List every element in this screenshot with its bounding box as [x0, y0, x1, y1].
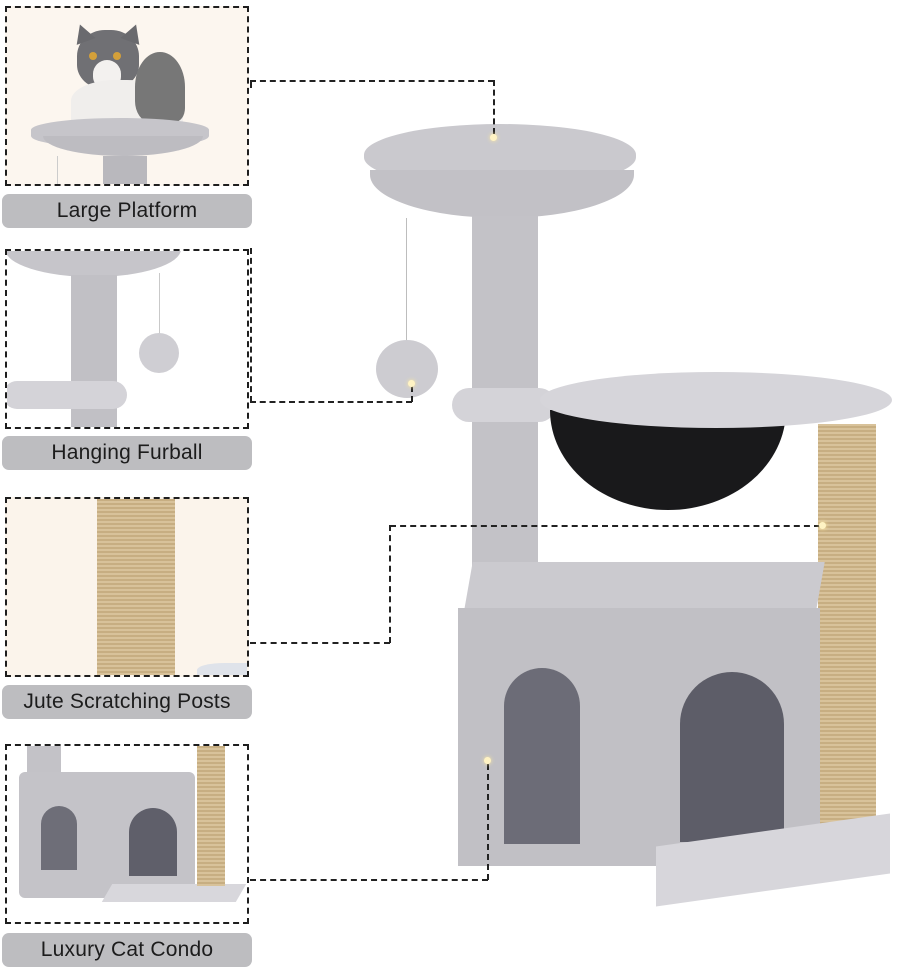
condo-door-left: [504, 668, 580, 844]
callout-dot: [484, 757, 491, 764]
callout-line: [411, 386, 413, 402]
perch-edge-image: [7, 251, 181, 277]
callout-line: [250, 80, 252, 88]
feature-label-text: Jute Scratching Posts: [23, 690, 231, 713]
feature-panel-large-platform: [5, 6, 249, 186]
jute-post-image: [197, 746, 225, 886]
feature-panel-luxury-cat-condo: [5, 744, 249, 924]
feature-label-luxury-cat-condo: Luxury Cat Condo: [2, 933, 252, 967]
jute-post-image: [97, 499, 175, 675]
callout-line: [389, 525, 391, 643]
feature-label-jute-scratching-posts: Jute Scratching Posts: [2, 685, 252, 719]
hammock-edge-image: [7, 381, 127, 409]
feature-panel-jute-scratching-posts: [5, 497, 249, 677]
hanging-furball: [376, 340, 438, 398]
cat-tree-product-image: [360, 110, 900, 910]
callout-line: [250, 80, 494, 82]
callout-dot: [819, 522, 826, 529]
hammock-rim: [540, 372, 892, 428]
jute-scratching-post: [818, 424, 876, 836]
condo-door-right: [680, 672, 784, 842]
feature-label-text: Hanging Furball: [51, 441, 203, 464]
feature-label-text: Luxury Cat Condo: [40, 938, 214, 961]
feature-panel-hanging-furball: [5, 249, 249, 429]
callout-line: [250, 248, 252, 402]
callout-line: [250, 642, 390, 644]
feature-label-text: Large Platform: [56, 199, 198, 222]
feature-label-hanging-furball: Hanging Furball: [2, 436, 252, 470]
callout-line: [487, 764, 489, 880]
callout-dot: [408, 380, 415, 387]
cat-image: [69, 21, 189, 132]
feature-label-large-platform: Large Platform: [2, 194, 252, 228]
callout-line: [493, 80, 495, 134]
furball-image: [139, 333, 179, 373]
callout-line: [390, 525, 820, 527]
callout-line: [250, 401, 412, 403]
furball-string: [406, 218, 407, 342]
post-ring: [452, 388, 556, 422]
callout-dot: [490, 134, 497, 141]
callout-line: [250, 879, 488, 881]
